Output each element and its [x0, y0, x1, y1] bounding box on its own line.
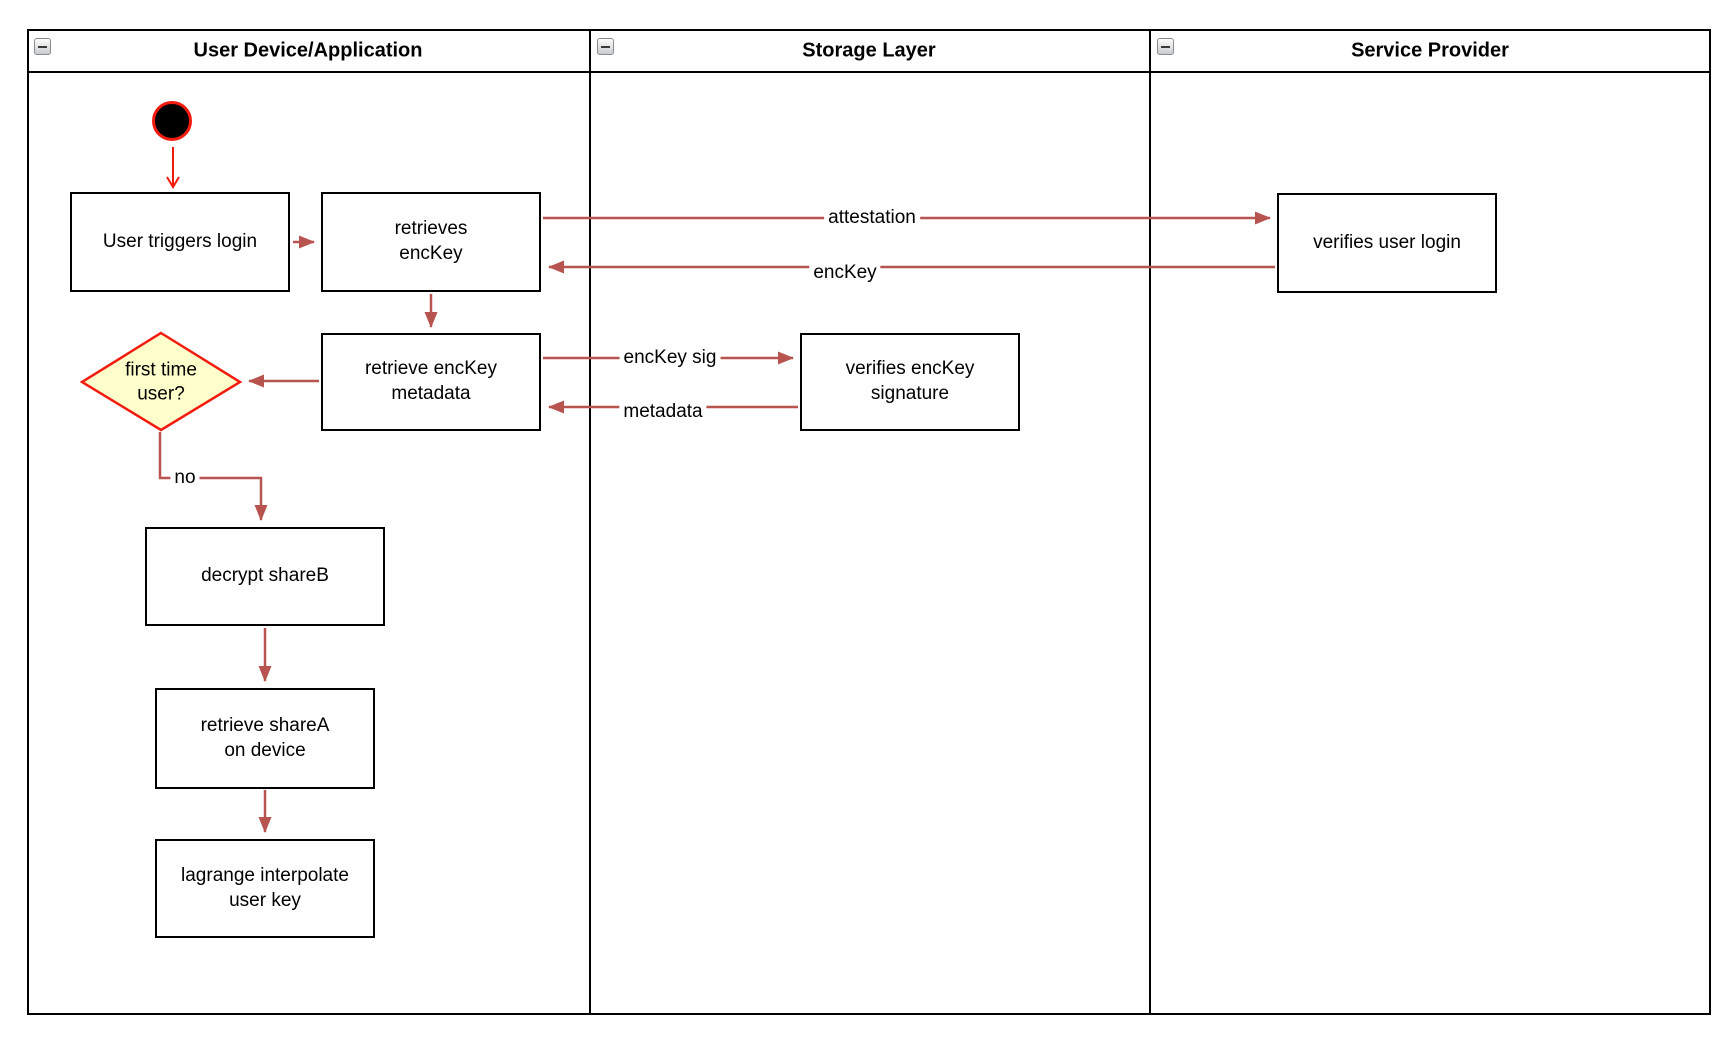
edge-label-enckey: encKey: [809, 262, 881, 284]
node-retrieve-sharea[interactable]: retrieve shareA on device: [155, 688, 375, 789]
edge-label-no: no: [170, 467, 200, 489]
minus-glyph: [1161, 45, 1170, 48]
start-node[interactable]: [152, 101, 192, 141]
node-lagrange-interpolate[interactable]: lagrange interpolate user key: [155, 839, 375, 938]
decision-diamond-label: first time user?: [125, 359, 197, 404]
lane-title-storage-layer: Storage Layer: [802, 39, 936, 62]
collapse-minus-icon-lane3[interactable]: [1157, 38, 1174, 55]
collapse-minus-icon-lane1[interactable]: [34, 38, 51, 55]
node-user-triggers-login[interactable]: User triggers login: [70, 192, 290, 292]
minus-glyph: [38, 45, 47, 48]
edge-label-metadata: metadata: [619, 401, 707, 423]
lane-header-divider: [27, 71, 1711, 73]
node-retrieve-enckey-metadata[interactable]: retrieve encKey metadata: [321, 333, 541, 431]
lane-separator-2: [1149, 29, 1151, 1015]
collapse-minus-icon-lane2[interactable]: [597, 38, 614, 55]
node-verifies-enckey-signature[interactable]: verifies encKey signature: [800, 333, 1020, 431]
node-verifies-user-login[interactable]: verifies user login: [1277, 193, 1497, 293]
edge-label-attestation: attestation: [824, 207, 920, 229]
lane-separator-1: [589, 29, 591, 1015]
node-retrieves-enckey[interactable]: retrieves encKey: [321, 192, 541, 292]
lane-title-service-provider: Service Provider: [1351, 39, 1509, 62]
node-decrypt-shareb[interactable]: decrypt shareB: [145, 527, 385, 626]
lane-title-user-device: User Device/Application: [193, 39, 423, 62]
minus-glyph: [601, 45, 610, 48]
edge-label-enckey-sig: encKey sig: [619, 347, 721, 369]
